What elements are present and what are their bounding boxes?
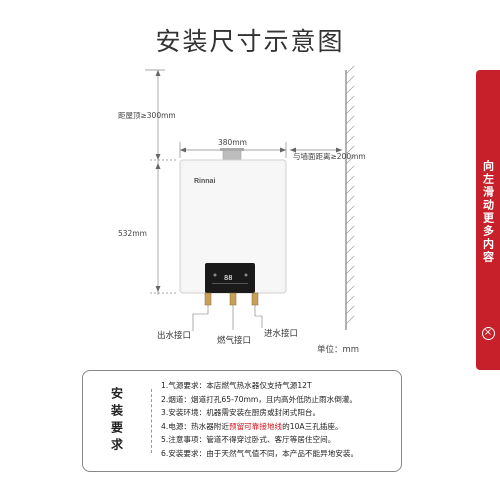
gas-pipe [229,292,237,306]
list-item: 3.安装环境：机器需安装在厨房或封闭式阳台。 [161,408,321,418]
swipe-more-text: 向左滑动更多内容 [481,160,495,264]
water-out-label: 出水接口 [157,331,192,341]
installation-requirements: 安装要求 1.气源要求：本店燃气热水器仅支持气源12T 2.烟道：烟道打孔65-… [82,370,402,472]
divider [151,389,152,453]
display-readout: 88 [224,274,232,282]
wall-clearance-label: 与墙面距离≥200mm [293,152,366,161]
list-item: 2.烟道：烟道打孔65-70mm，且内高外低防止雨水倒灌。 [161,394,357,404]
wall-hatch [345,65,355,325]
flue-outlet [222,149,242,161]
height-label: 532mm [118,229,147,238]
gas-inlet-label: 燃气接口 [217,336,252,346]
width-label: 380mm [218,138,247,147]
water-heater: Rinnai 88 [179,148,287,306]
swipe-more-tab[interactable]: 向左滑动更多内容 × [476,70,500,370]
list-item: 4.电源：热水器附近预留可靠接地线的10A三孔插座。 [161,421,343,431]
list-item: 5.注意事项：管道不得穿过卧式、客厅等居住空间。 [161,435,336,445]
water-in-label: 进水接口 [264,329,299,339]
water-in-pipe [251,292,259,306]
unit-label: 单位：mm [317,345,360,355]
list-item: 6.安装要求：由于天然气气值不同，本产品不能异地安装。 [161,448,359,458]
close-icon[interactable]: × [481,327,495,340]
requirements-list: 1.气源要求：本店燃气热水器仅支持气源12T 2.烟道：烟道打孔65-70mm，… [161,379,397,461]
control-panel [205,263,255,293]
dimension-diagram: Rinnai 88 [145,65,355,331]
requirements-header: 安装要求 [109,387,124,455]
top-clearance-label: 距屋顶≥300mm [118,111,176,120]
list-item: 1.气源要求：本店燃气热水器仅支持气源12T [161,381,312,390]
brand-logo: Rinnai [194,178,215,185]
water-out-pipe [204,292,212,306]
page-title: 安装尺寸示意图 [155,27,345,56]
highlight-text: 预留可靠接地线 [229,421,283,431]
